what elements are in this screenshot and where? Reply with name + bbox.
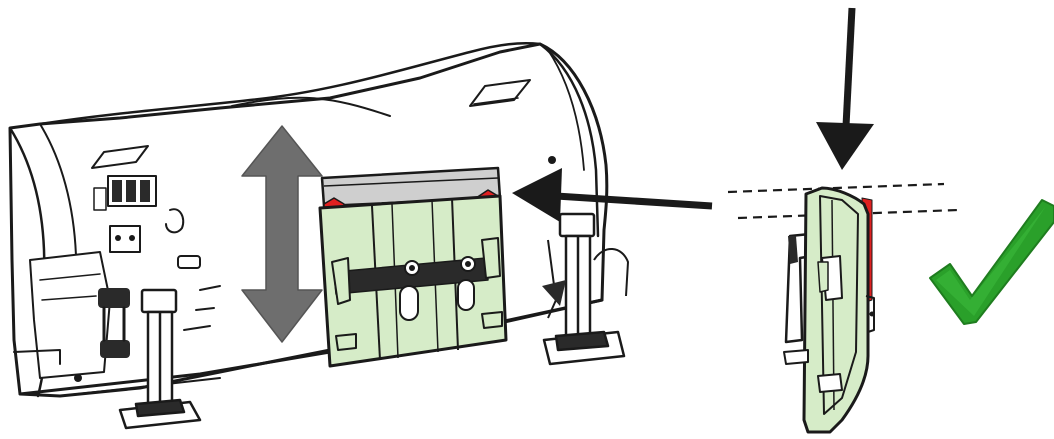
plow-blade <box>10 43 607 396</box>
control-block <box>108 176 156 206</box>
mounted-light-holder <box>320 168 506 366</box>
detached-light-holder <box>784 188 875 432</box>
left-lamp-slot <box>178 256 200 268</box>
left-bracket-plate <box>110 226 140 252</box>
left-plate <box>94 188 106 210</box>
arrow-down-icon <box>816 8 874 170</box>
left-frame <box>30 252 110 378</box>
checkmark-icon <box>930 200 1054 324</box>
